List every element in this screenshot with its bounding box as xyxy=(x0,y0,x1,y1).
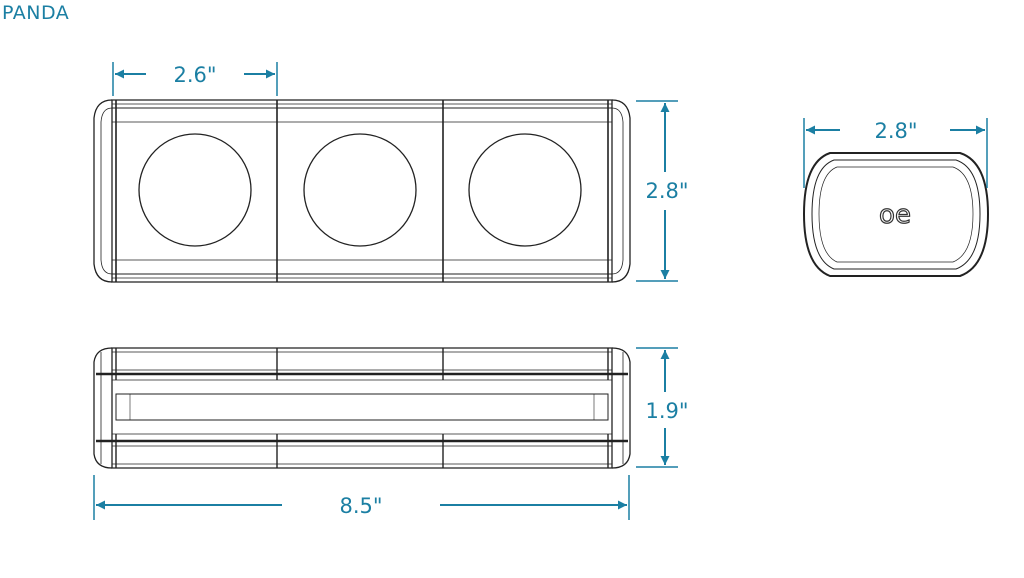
dim-module-width: 2.6" xyxy=(173,63,216,87)
end-view xyxy=(802,152,990,277)
dim-top-height: 2.8" xyxy=(645,179,688,203)
dim-end-width: 2.8" xyxy=(874,119,917,143)
side-view xyxy=(93,347,631,469)
dimension-lines xyxy=(93,62,988,520)
oe-logo-icon: oe xyxy=(879,200,911,230)
dim-side-height: 1.9" xyxy=(645,399,688,423)
page-title: PANDA xyxy=(2,2,70,24)
top-view xyxy=(93,99,631,283)
dim-total-length: 8.5" xyxy=(339,494,382,518)
